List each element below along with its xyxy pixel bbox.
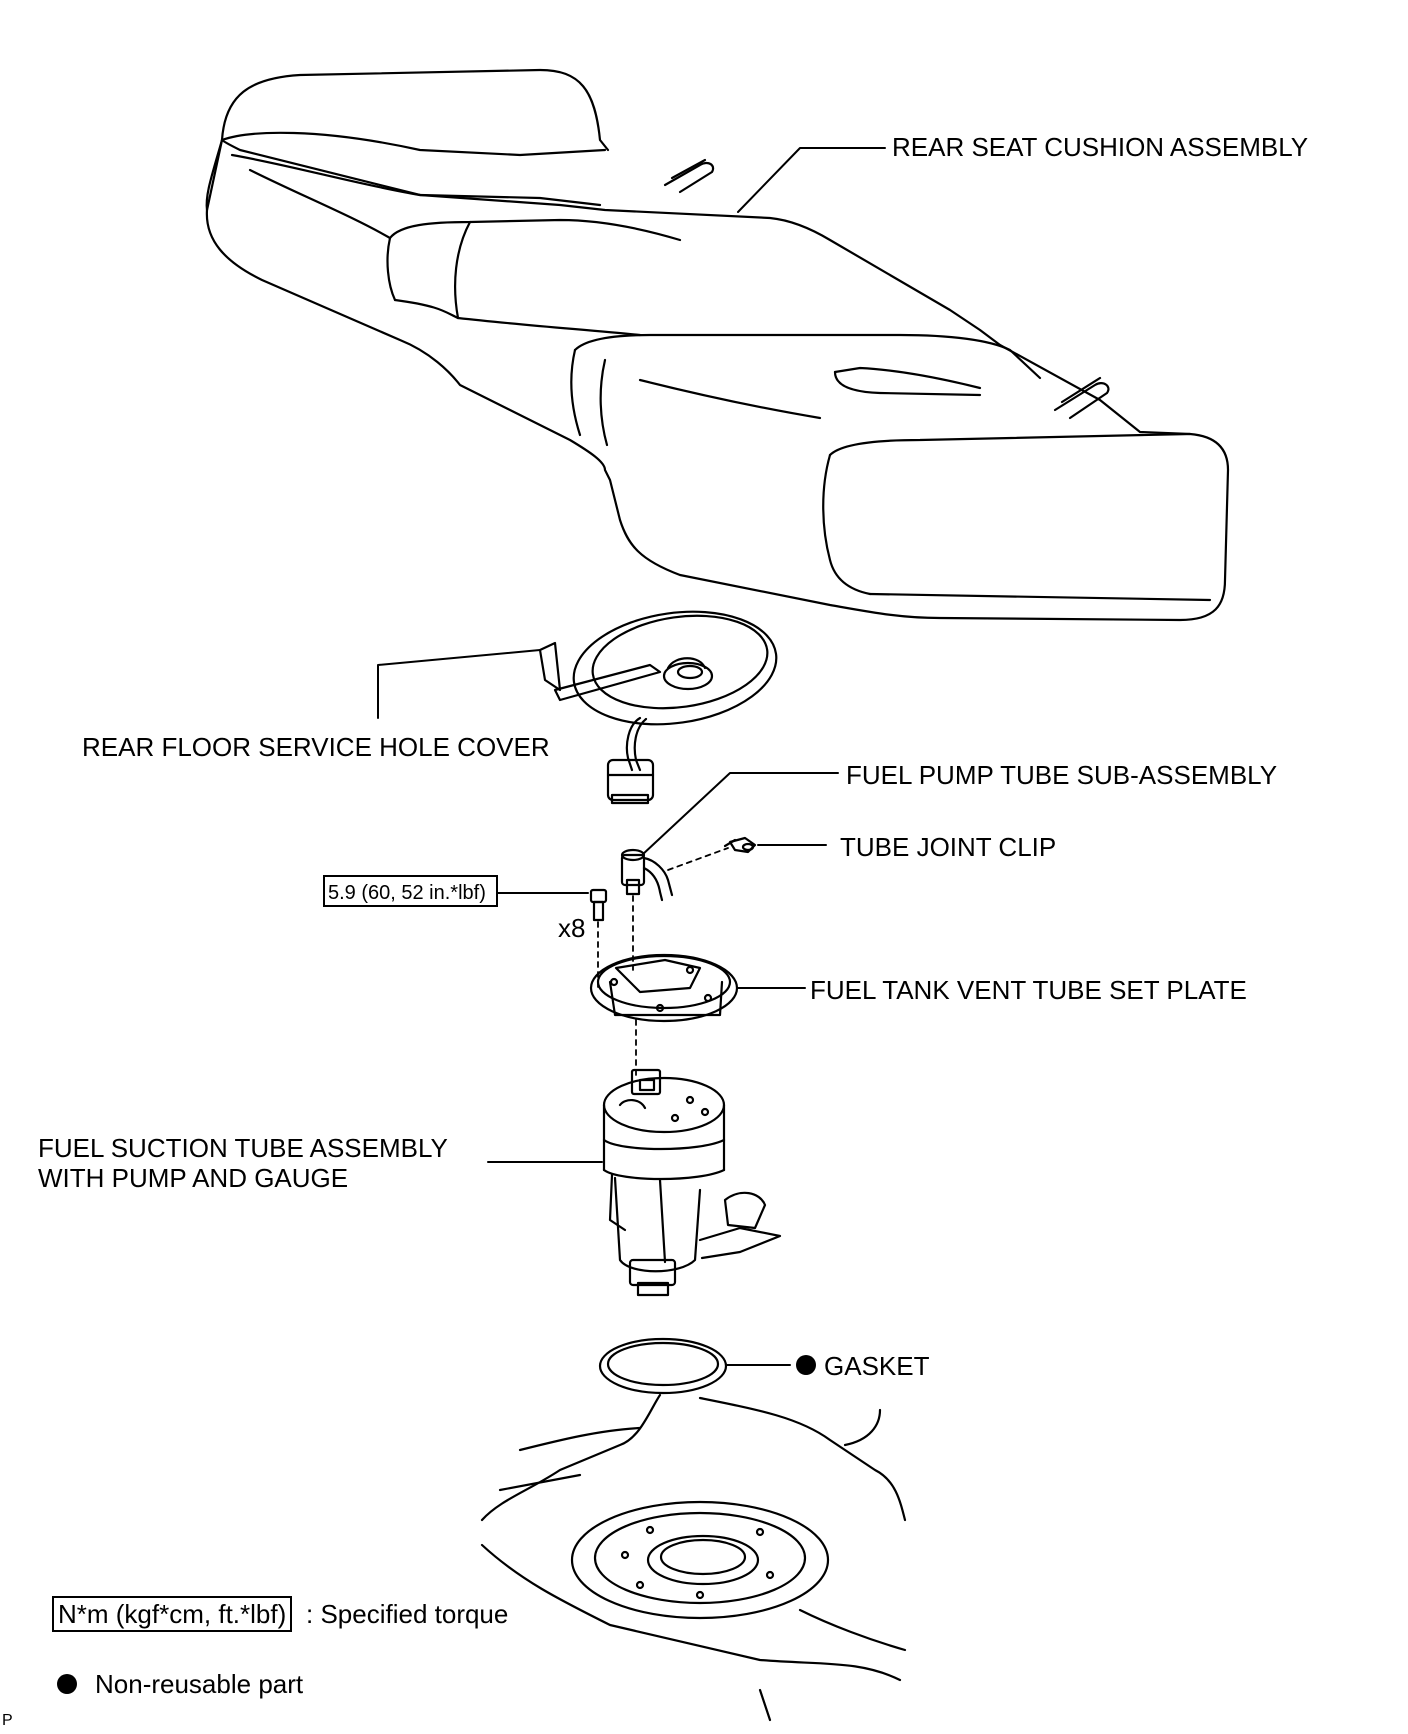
label-vent-plate: FUEL TANK VENT TUBE SET PLATE xyxy=(810,975,1247,1005)
legend-dot xyxy=(57,1674,77,1694)
bolt-quantity: x8 xyxy=(558,913,586,943)
fuel-tank xyxy=(480,1393,907,1722)
gasket-dot xyxy=(796,1355,816,1375)
label-suction-tube: FUEL SUCTION TUBE ASSEMBLY WITH PUMP AND… xyxy=(38,1133,448,1193)
legend-torque-unit: N*m (kgf*cm, ft.*lbf) xyxy=(52,1596,293,1632)
tube-joint-clip xyxy=(723,836,757,854)
torque-spec-box: 5.9 (60, 52 in.*lbf) xyxy=(323,875,498,907)
fuel-suction-tube xyxy=(602,1068,782,1297)
vent-tube-set-plate xyxy=(589,953,739,1023)
leader-rear-seat xyxy=(737,147,886,213)
fuel-pump-tube xyxy=(620,848,674,902)
dash-clip xyxy=(667,847,729,871)
label-tube-clip: TUBE JOINT CLIP xyxy=(840,832,1057,862)
bolt xyxy=(589,888,608,922)
leader-service-cover xyxy=(377,649,541,719)
service-hole-cover xyxy=(538,610,778,805)
label-pump-tube: FUEL PUMP TUBE SUB-ASSEMBLY xyxy=(846,760,1278,790)
rear-seat-cushion xyxy=(205,68,1230,622)
label-service-cover: REAR FLOOR SERVICE HOLE COVER xyxy=(82,732,550,762)
gasket-part xyxy=(598,1337,728,1395)
corner-mark: P xyxy=(2,1712,13,1729)
label-rear-seat: REAR SEAT CUSHION ASSEMBLY xyxy=(892,132,1309,162)
legend-nonreusable: Non-reusable part xyxy=(95,1669,304,1699)
label-gasket: GASKET xyxy=(824,1351,930,1381)
leader-pump-tube xyxy=(641,772,839,856)
legend-torque-desc: : Specified torque xyxy=(306,1599,509,1629)
